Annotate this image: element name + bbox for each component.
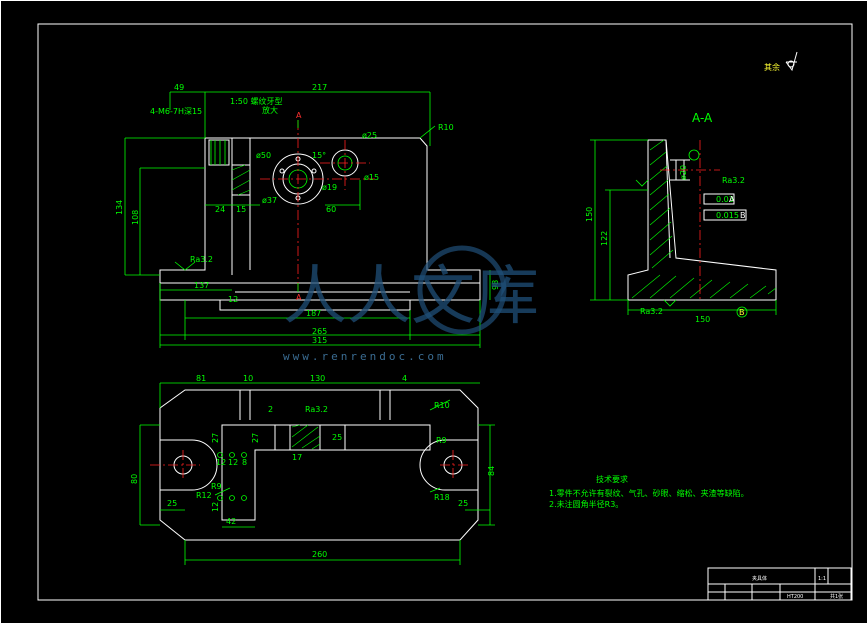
title-block: 夹具体 1:1 HT200 共1张	[707, 567, 852, 601]
dimension-label: 0.03	[716, 195, 734, 204]
dimension-label: ø50	[256, 151, 271, 160]
dimension-label: R9	[211, 482, 222, 491]
dimension-label: 12	[228, 295, 238, 304]
dimension-label: 150	[695, 315, 710, 324]
dimension-label: 25	[167, 499, 177, 508]
dimension-label: B	[740, 211, 746, 220]
dimension-label: 130	[310, 374, 325, 383]
watermark: 人人文库 www.renrendoc.com	[283, 245, 539, 363]
title-block-part-name: 夹具体	[752, 575, 767, 582]
dimension-label: 放大	[262, 105, 278, 115]
dimension-label: 17	[292, 453, 302, 462]
surface-finish-note: 其余	[764, 51, 798, 72]
dimension-label: A	[729, 195, 735, 204]
dimension-label: 134	[115, 200, 124, 215]
section-view-labels: ø20 Ra3.2 0.03 A 0.015 B 150 122 Ra3.2 1…	[585, 165, 746, 324]
inner-border	[37, 23, 853, 601]
surface-finish-note-text: 其余	[764, 62, 780, 72]
title-block-sheet: 共1张	[830, 593, 843, 600]
dimension-label: Ra3.2	[722, 176, 745, 185]
dimension-label: ø20	[679, 165, 688, 180]
dimension-label: ø19	[322, 183, 337, 192]
dimension-label: 60	[326, 205, 336, 214]
section-outline	[627, 139, 777, 301]
dimension-label: 4-M6-7H深15	[150, 107, 202, 116]
section-label: A-A	[692, 111, 713, 125]
dimension-label: ø25	[362, 131, 377, 140]
dimension-label: 84	[487, 466, 496, 476]
dimension-label: 265	[312, 327, 327, 336]
dimension-label: A	[296, 293, 302, 302]
dimension-label: 15°	[312, 151, 326, 160]
tech-requirement-item: 2.未注圆角半径R3。	[549, 499, 623, 509]
dimension-label: 315	[312, 336, 327, 345]
tech-requirements: 技术要求 1.零件不允许有裂纹、气孔、砂眼、缩松、夹渣等缺陷。 2.未注圆角半径…	[549, 474, 749, 509]
dimension-label: 10	[243, 374, 253, 383]
dimension-label: ø37	[262, 196, 277, 205]
dimension-label: 2	[268, 405, 273, 414]
dimension-label: 108	[131, 210, 140, 225]
front-view-labels: 49 217 4-M6-7H深15 1:50 螺纹牙型 放大 R10 ø25 ø…	[115, 83, 500, 345]
dimension-label: B	[739, 308, 745, 317]
dimension-label: A	[296, 111, 302, 120]
dimension-label: 12	[228, 458, 238, 467]
dimension-label: Ra3.2	[640, 307, 663, 316]
dimension-label: 150	[585, 207, 594, 222]
dimension-label: 260	[312, 550, 327, 559]
dimension-label: 15	[236, 205, 246, 214]
tech-requirements-title: 技术要求	[596, 474, 628, 484]
watermark-url: www.renrendoc.com	[283, 350, 447, 363]
dimension-label: 81	[196, 374, 206, 383]
dimension-label: 1:50 螺纹牙型	[230, 96, 283, 106]
dimension-label: Ra3.2	[305, 405, 328, 414]
dimension-label: 25	[458, 499, 468, 508]
dimension-label: R12	[196, 491, 212, 500]
dimension-label: R10	[434, 401, 450, 410]
dimension-label: 27	[211, 433, 220, 443]
section-view: A-A	[590, 111, 777, 318]
dimension-label: Ra3.2	[190, 255, 213, 264]
dimension-label: 27	[251, 433, 260, 443]
dimension-label: R9	[436, 436, 447, 445]
dimension-label: 137	[194, 281, 209, 290]
dimension-label: R18	[434, 493, 450, 502]
dimension-label: 42	[226, 517, 236, 526]
dimension-label: 25	[332, 433, 342, 442]
dimension-label: 24	[215, 205, 225, 214]
front-body-outline	[159, 137, 481, 284]
dimension-label: 98	[491, 280, 500, 290]
front-view	[124, 91, 491, 348]
tech-requirement-item: 1.零件不允许有裂纹、气孔、砂眼、缩松、夹渣等缺陷。	[549, 488, 749, 498]
dimension-label: 12	[211, 502, 220, 512]
watermark-logo-text: 人人文库	[283, 260, 539, 334]
title-block-material: HT200	[787, 594, 803, 600]
dimension-label: ø15	[364, 173, 379, 182]
top-view-labels: 81 10 130 4 2 Ra3.2 R10 27 12 12 8 27 17…	[130, 374, 496, 559]
title-block-scale: 1:1	[818, 576, 826, 582]
dimension-label: 8	[242, 458, 247, 467]
dimension-label: 80	[130, 474, 139, 484]
dimension-label: 0.015	[716, 211, 739, 220]
dimension-label: 49	[174, 83, 184, 92]
dimension-label: 217	[312, 83, 327, 92]
top-view	[139, 382, 495, 565]
dimension-label: 122	[600, 231, 609, 246]
dimension-label: 4	[402, 374, 407, 383]
dimension-label: 187	[306, 309, 321, 318]
dimension-label: 12	[216, 458, 226, 467]
dimension-label: R10	[438, 123, 454, 132]
